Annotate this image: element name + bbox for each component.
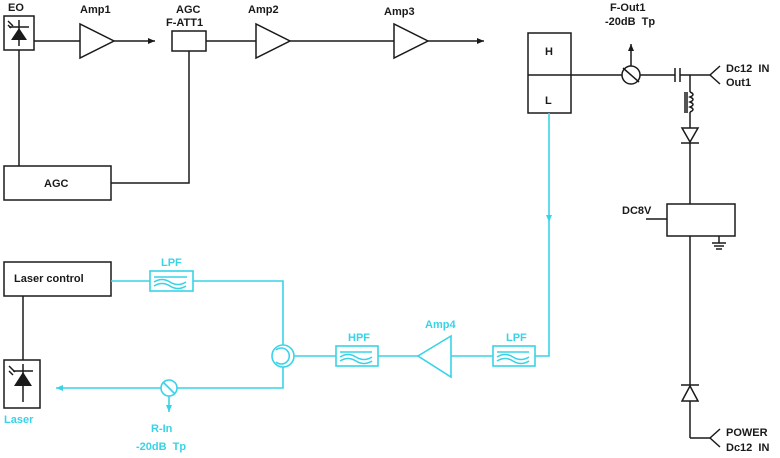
eo-photodiode: [3, 15, 35, 51]
laser-label: Laser: [4, 414, 34, 426]
dc12-out-label-2: Out1: [726, 77, 751, 89]
lpf-top-label: LPF: [161, 257, 182, 269]
switch-l-label: L: [545, 95, 552, 107]
agc-label: AGC: [44, 178, 69, 190]
laser-control-box: [3, 261, 112, 297]
diode-2: [680, 384, 700, 438]
amp4-label: Amp4: [425, 319, 456, 331]
agc-att-label-2: F-ATT1: [166, 17, 203, 29]
power-label-2: Dc12 IN: [726, 442, 769, 454]
lpf-top-filter: [149, 270, 194, 292]
choke-inductor: [684, 75, 694, 128]
out1-connector: [709, 65, 721, 85]
eo-label: EO: [8, 2, 24, 14]
fout-label-1: F-Out1: [610, 2, 645, 14]
amp4-triangle: [416, 334, 452, 379]
rf-signal-path: EO Amp1 AGC F-ATT1 Amp2 Amp3 H L: [3, 2, 769, 454]
amp2-triangle: [255, 22, 292, 60]
power-connector: [709, 428, 721, 448]
laser-control-label: Laser control: [14, 273, 84, 285]
ground-icon: [712, 236, 726, 250]
amp1-triangle: [79, 22, 116, 60]
circulator: [271, 344, 295, 368]
switch-h-label: H: [545, 46, 553, 58]
hpf-filter: [335, 345, 379, 367]
hpf-label: HPF: [348, 332, 370, 344]
dc8v-label: DC8V: [622, 205, 652, 217]
rin-label-1: R-In: [151, 423, 173, 435]
power-label-1: POWER: [726, 427, 768, 439]
return-signal-path: LPF Amp4 HPF LPF: [4, 113, 552, 453]
fout-label-2: -20dB Tp: [605, 16, 655, 28]
agc-box: [3, 165, 112, 201]
dc-block-capacitor: [674, 68, 681, 82]
lpf-right-filter: [492, 345, 536, 367]
dc8v-regulator: [666, 203, 736, 237]
amp3-label: Amp3: [384, 6, 415, 18]
lpf-right-label: LPF: [506, 332, 527, 344]
laser-diode: [3, 359, 41, 409]
dc12-out-label-1: Dc12 IN: [726, 63, 769, 75]
rin-label-2: -20dB Tp: [136, 441, 186, 453]
diode-1: [680, 127, 700, 204]
agc-att-box: [171, 30, 207, 52]
amp1-label: Amp1: [80, 4, 111, 16]
agc-att-label-1: AGC: [176, 4, 201, 16]
amp3-triangle: [393, 22, 430, 60]
amp2-label: Amp2: [248, 4, 279, 16]
